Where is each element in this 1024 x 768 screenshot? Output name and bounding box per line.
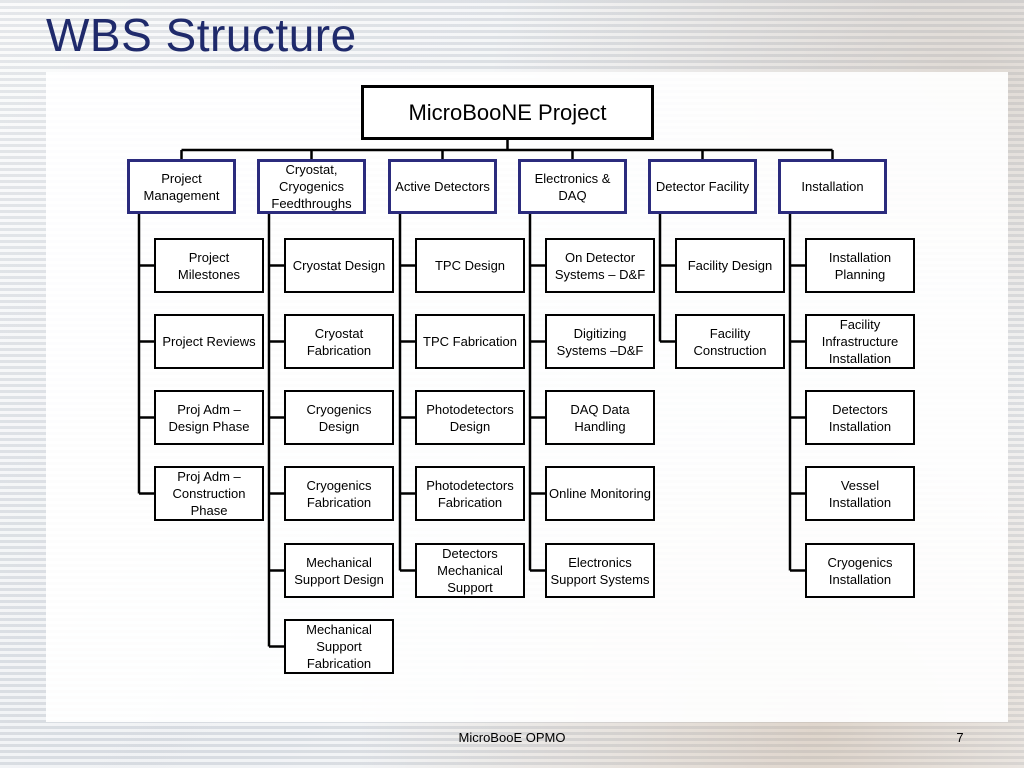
wbs-item-5-0-label: Installation Planning bbox=[828, 249, 892, 282]
wbs-branch-3-label: Electronics & DAQ bbox=[534, 170, 611, 203]
wbs-item-4-0: Facility Design bbox=[675, 238, 785, 293]
wbs-item-3-0-label: On Detector Systems – D&F bbox=[554, 249, 646, 282]
wbs-item-5-4-label: Cryogenics Installation bbox=[827, 554, 893, 587]
wbs-item-2-2-label: Photodetectors Design bbox=[426, 401, 514, 434]
wbs-item-0-3: Proj Adm – Construction Phase bbox=[154, 466, 264, 521]
slide-title: WBS Structure bbox=[46, 9, 357, 61]
wbs-item-1-5: Mechanical Support Fabrication bbox=[284, 619, 394, 674]
wbs-item-2-1-label: TPC Fabrication bbox=[423, 334, 517, 349]
wbs-item-5-2-label: Detectors Installation bbox=[828, 401, 892, 434]
wbs-root-label: MicroBooNE Project bbox=[408, 100, 607, 125]
wbs-item-1-2: Cryogenics Design bbox=[284, 390, 394, 445]
wbs-item-2-2: Photodetectors Design bbox=[415, 390, 525, 445]
wbs-item-2-3-label: Photodetectors Fabrication bbox=[426, 477, 514, 510]
wbs-item-0-1: Project Reviews bbox=[154, 314, 264, 369]
wbs-item-3-1-label: Digitizing Systems –D&F bbox=[556, 325, 644, 358]
wbs-item-0-2: Proj Adm – Design Phase bbox=[154, 390, 264, 445]
wbs-item-3-2-label: DAQ Data Handling bbox=[570, 401, 630, 434]
wbs-item-2-0: TPC Design bbox=[415, 238, 525, 293]
wbs-item-1-5-label: Mechanical Support Fabrication bbox=[306, 622, 372, 671]
wbs-branch-4: Detector Facility bbox=[648, 159, 757, 214]
wbs-item-0-1-label: Project Reviews bbox=[162, 334, 256, 349]
wbs-item-5-2: Detectors Installation bbox=[805, 390, 915, 445]
wbs-item-3-3: Online Monitoring bbox=[545, 466, 655, 521]
wbs-item-1-4: Mechanical Support Design bbox=[284, 543, 394, 598]
wbs-item-0-0: Project Milestones bbox=[154, 238, 264, 293]
wbs-item-3-1: Digitizing Systems –D&F bbox=[545, 314, 655, 369]
wbs-item-2-4-label: Detectors Mechanical Support bbox=[437, 546, 503, 595]
wbs-branch-5: Installation bbox=[778, 159, 887, 214]
wbs-item-4-1: Facility Construction bbox=[675, 314, 785, 369]
wbs-item-0-3-label: Proj Adm – Construction Phase bbox=[172, 469, 246, 518]
wbs-item-2-3: Photodetectors Fabrication bbox=[415, 466, 525, 521]
wbs-branch-0: Project Management bbox=[127, 159, 236, 214]
wbs-item-1-0-label: Cryostat Design bbox=[292, 258, 386, 273]
wbs-item-4-1-label: Facility Construction bbox=[693, 325, 767, 358]
wbs-item-1-1-label: Cryostat Fabrication bbox=[306, 325, 372, 358]
wbs-item-3-4: Electronics Support Systems bbox=[545, 543, 655, 598]
page-number: 7 bbox=[956, 730, 964, 745]
wbs-item-3-3-label: Online Monitoring bbox=[549, 486, 651, 501]
wbs-item-3-0: On Detector Systems – D&F bbox=[545, 238, 655, 293]
wbs-item-3-2: DAQ Data Handling bbox=[545, 390, 655, 445]
wbs-branch-1: Cryostat, Cryogenics Feedthroughs bbox=[257, 159, 366, 214]
wbs-branch-2-label: Active Detectors bbox=[395, 179, 490, 194]
wbs-item-5-3: Vessel Installation bbox=[805, 466, 915, 521]
wbs-item-2-1: TPC Fabrication bbox=[415, 314, 525, 369]
wbs-branch-1-label: Cryostat, Cryogenics Feedthroughs bbox=[271, 162, 352, 211]
wbs-item-0-0-label: Project Milestones bbox=[177, 249, 241, 282]
wbs-branch-2: Active Detectors bbox=[388, 159, 497, 214]
slide-footer: MicroBooE OPMO bbox=[458, 730, 566, 745]
wbs-item-5-3-label: Vessel Installation bbox=[828, 477, 892, 510]
wbs-item-2-0-label: TPC Design bbox=[434, 258, 506, 273]
wbs-item-2-4: Detectors Mechanical Support bbox=[415, 543, 525, 598]
wbs-item-5-1: Facility Infrastructure Installation bbox=[805, 314, 915, 369]
wbs-item-1-1: Cryostat Fabrication bbox=[284, 314, 394, 369]
wbs-item-1-3: Cryogenics Fabrication bbox=[284, 466, 394, 521]
wbs-item-1-3-label: Cryogenics Fabrication bbox=[306, 477, 372, 510]
wbs-branch-4-label: Detector Facility bbox=[655, 179, 750, 194]
wbs-item-5-0: Installation Planning bbox=[805, 238, 915, 293]
wbs-root-box: MicroBooNE Project bbox=[361, 85, 654, 140]
wbs-item-5-1-label: Facility Infrastructure Installation bbox=[821, 317, 899, 366]
wbs-item-0-2-label: Proj Adm – Design Phase bbox=[168, 401, 250, 434]
wbs-branch-3: Electronics & DAQ bbox=[518, 159, 627, 214]
wbs-item-5-4: Cryogenics Installation bbox=[805, 543, 915, 598]
wbs-item-3-4-label: Electronics Support Systems bbox=[550, 554, 650, 587]
wbs-item-4-0-label: Facility Design bbox=[687, 258, 773, 273]
wbs-branch-5-label: Installation bbox=[801, 179, 864, 194]
wbs-branch-0-label: Project Management bbox=[143, 170, 220, 203]
wbs-item-1-4-label: Mechanical Support Design bbox=[294, 554, 384, 587]
wbs-item-1-0: Cryostat Design bbox=[284, 238, 394, 293]
wbs-item-1-2-label: Cryogenics Design bbox=[306, 401, 372, 434]
